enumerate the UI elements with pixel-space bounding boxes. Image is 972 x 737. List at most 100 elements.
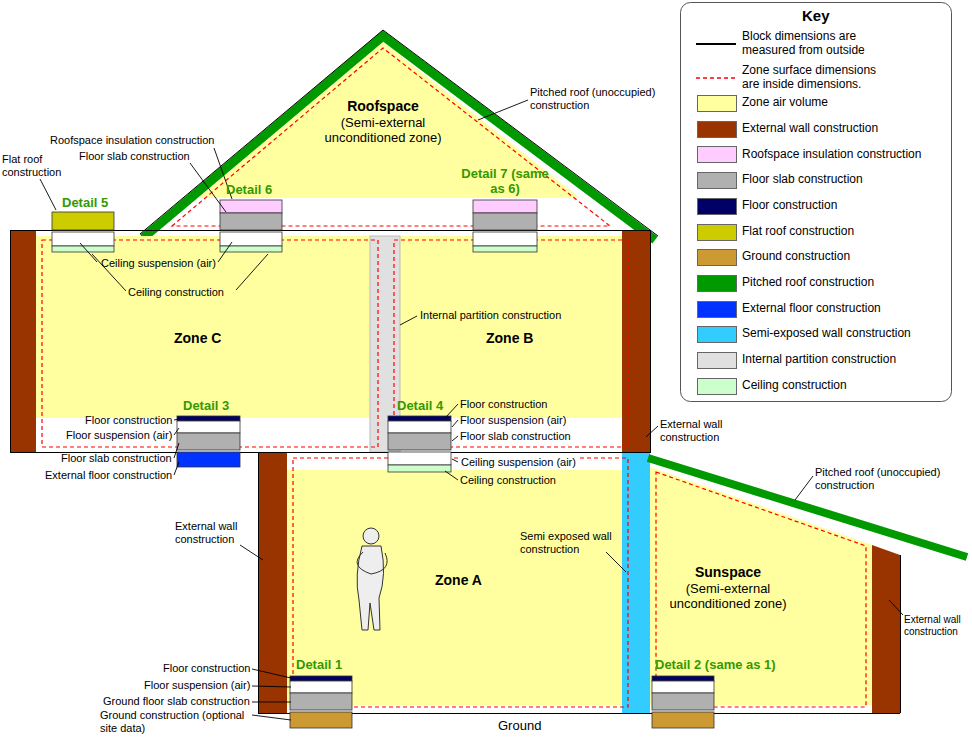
leader-line [252,715,291,720]
roofspace [165,42,615,228]
legend-text: External wall construction [742,122,942,136]
zone-surface [172,48,610,226]
detail-label: Detail 4 [397,399,443,414]
leader-line [40,179,56,210]
detail-stack [177,433,240,450]
detail-stack [220,232,282,246]
person-figure [357,528,387,630]
detail-stack [652,693,714,710]
part-label: Floor suspension (air) [66,429,172,442]
leader-line [40,100,903,720]
legend-line-sample [696,77,736,79]
detail-stack [388,416,451,421]
detail-stack [177,416,240,421]
part-label: Floor construction [85,414,172,427]
detail-stack [52,200,714,728]
part-label: Floor construction [460,398,547,411]
leader-line [240,545,263,560]
ground-label: Ground [498,719,541,734]
leader-line [252,702,291,703]
legend-swatch [697,95,737,112]
detail-stack [652,712,714,728]
legend-text: Flat roof construction [742,225,942,239]
leader-line [236,254,268,290]
part-label: Floor construction [163,662,250,675]
leader-line [174,428,179,435]
legend-text: Roofspace insulation construction [742,148,942,162]
detail-label: Detail 1 [296,658,342,673]
detail-stack [52,232,114,246]
legend-swatch [697,275,737,292]
legend-line-sample [696,75,736,81]
legend-text: External floor construction [742,302,942,316]
upper-block [10,230,651,453]
part-label: Ceiling suspension (air) [460,456,577,469]
legend-swatch [697,146,737,163]
legend-line-sample [696,41,736,47]
detail-label: Detail 6 [226,183,272,198]
roofspace [140,30,658,236]
lower-block [259,453,651,714]
upper-block [11,231,651,453]
legend-text: Internal partition construction [742,353,942,367]
detail-stack [177,452,240,467]
key-heading: Key [802,7,830,24]
legend-text: Floor construction [742,199,942,213]
part-label: Floor suspension (air) [144,679,250,692]
legend-swatch [697,121,737,138]
lower-block [622,452,650,713]
detail-stack [290,681,352,693]
part-label: Ceiling construction [460,474,556,487]
detail-label: Detail 2 (same as 1) [655,658,776,673]
upper-block [36,236,370,418]
lower-block [258,452,967,714]
detail-stack [177,421,240,433]
key-box [681,3,952,402]
legend-text: Block dimensions are measured from outsi… [742,30,887,58]
zone-surface [42,240,378,447]
legend-text: Ground construction [742,250,942,264]
legend-text: Zone air volume [742,96,942,110]
detail-stack [473,213,537,230]
detail-stack [473,200,537,213]
zone-name: Sunspace [653,564,803,581]
leader-line [889,600,903,615]
detail-stack [290,676,352,681]
person-figure [363,528,379,544]
person-figure [357,546,383,630]
part-label: Flat roof construction [2,153,72,178]
part-label: Floor slab construction [460,430,571,443]
leader-line [606,552,626,572]
detail-stack [652,676,714,681]
detail-label: Detail 3 [183,399,229,414]
legend-text: Ceiling construction [742,379,942,393]
detail-stack [388,433,451,450]
zone-label-box: Roofspace(Semi-external unconditioned zo… [308,98,458,146]
part-label: External floor construction [45,469,172,482]
part-label: Pitched roof (unoccupied) construction [530,86,670,111]
legend-swatch [697,378,737,395]
leader-line [190,163,226,212]
part-label: Internal partition construction [420,309,561,322]
detail-stack [220,246,282,252]
detail-stack [52,212,114,230]
legend-swatch [697,198,737,215]
detail-label: Detail 5 [62,196,108,211]
leader-line [80,243,97,262]
upper-block [10,230,36,452]
upper-block [622,230,650,452]
part-label: Ceiling construction [128,286,224,299]
leader-line [252,669,291,678]
part-label: Floor slab construction [79,150,190,163]
part-label: External wall construction [660,418,740,443]
roofspace [143,36,655,240]
zone-label-box: Zone C [174,330,221,347]
part-label: External wall construction [904,614,968,637]
leader-line [795,476,813,500]
lower-block [872,545,900,713]
leader-line [478,100,528,120]
part-label: Semi exposed wall construction [520,530,615,555]
legend-swatch [697,326,737,343]
